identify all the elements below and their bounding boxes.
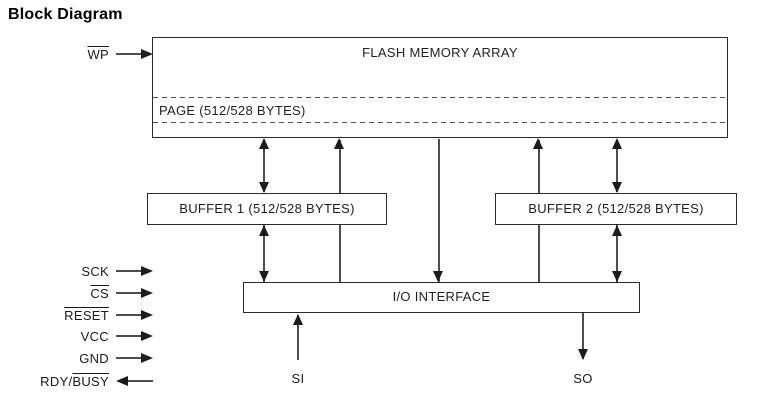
connector-flash-buffer1 xyxy=(263,140,265,192)
arrow-down-icon xyxy=(259,182,269,193)
signal-gnd-label: GND xyxy=(79,350,109,366)
arrow-down-icon xyxy=(433,271,443,282)
signal-line xyxy=(128,380,153,382)
signal-rdy-busy: RDY/BUSY xyxy=(0,373,153,389)
arrow-right-icon xyxy=(141,310,153,320)
signal-reset: RESET xyxy=(0,307,153,323)
arrow-up-icon xyxy=(293,314,303,325)
signal-line xyxy=(116,270,141,272)
signal-line xyxy=(116,314,141,316)
signal-so-label: SO xyxy=(573,371,593,386)
flash-memory-array-box: FLASH MEMORY ARRAY PAGE (512/528 BYTES) xyxy=(152,37,728,138)
connector-buffer1-io xyxy=(263,225,265,282)
io-interface-box: I/O INTERFACE xyxy=(243,282,640,313)
signal-line xyxy=(116,335,141,337)
arrow-right-icon xyxy=(141,353,153,363)
arrow-up-icon xyxy=(612,138,622,149)
arrow-right-icon xyxy=(141,288,153,298)
signal-vcc-label: VCC xyxy=(80,328,109,344)
connector-flash-io-center xyxy=(438,139,440,282)
connector-buffer2-io xyxy=(616,225,618,282)
signal-sck: SCK xyxy=(0,263,153,279)
arrow-up-icon xyxy=(259,225,269,236)
signal-vcc: VCC xyxy=(0,328,153,344)
signal-line xyxy=(116,53,141,55)
page-title: Block Diagram xyxy=(8,6,123,23)
signal-si-label: SI xyxy=(291,371,305,386)
signal-gnd: GND xyxy=(0,350,153,366)
page-divider-bottom xyxy=(153,122,727,123)
signal-sck-label: SCK xyxy=(81,263,109,279)
buffer1-box: BUFFER 1 (512/528 BYTES) xyxy=(147,193,387,225)
arrow-right-icon xyxy=(141,49,153,59)
signal-wp: WP xyxy=(0,46,153,62)
signal-cs-label: CS xyxy=(90,285,109,301)
signal-line xyxy=(116,357,141,359)
page-divider-top xyxy=(153,97,727,98)
signal-cs: CS xyxy=(0,285,153,301)
signal-rdy-busy-label: RDY/BUSY xyxy=(40,373,109,389)
signal-wp-label: WP xyxy=(87,46,109,62)
flash-memory-array-label: FLASH MEMORY ARRAY xyxy=(362,45,518,60)
arrow-up-icon xyxy=(259,138,269,149)
arrow-left-icon xyxy=(116,376,128,386)
signal-reset-label: RESET xyxy=(64,307,109,323)
arrow-down-icon xyxy=(259,271,269,282)
connector-flash-buffer2 xyxy=(616,140,618,192)
arrow-down-icon xyxy=(612,271,622,282)
arrow-down-icon xyxy=(612,182,622,193)
arrow-down-icon xyxy=(578,349,588,360)
connector-io-so xyxy=(582,313,584,359)
arrow-right-icon xyxy=(141,331,153,341)
arrow-up-icon xyxy=(612,225,622,236)
signal-line xyxy=(116,292,141,294)
arrow-up-icon xyxy=(533,138,543,149)
page-label: PAGE (512/528 BYTES) xyxy=(159,103,306,118)
buffer2-box: BUFFER 2 (512/528 BYTES) xyxy=(495,193,737,225)
arrow-right-icon xyxy=(141,266,153,276)
connector-si-io xyxy=(297,315,299,360)
arrow-up-icon xyxy=(334,138,344,149)
